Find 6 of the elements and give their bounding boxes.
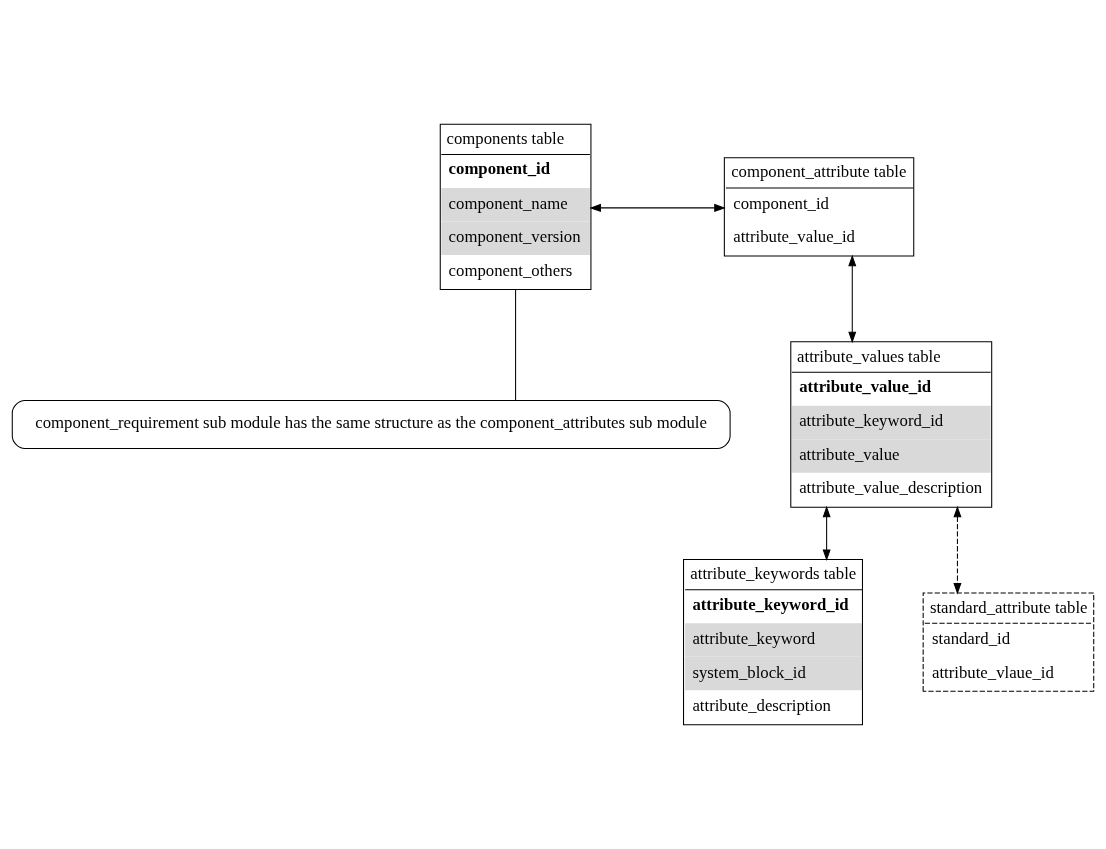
connector — [515, 289, 517, 401]
arrow — [589, 203, 726, 212]
arrow — [848, 254, 857, 344]
arrow — [822, 505, 831, 562]
node-box: component_requirement sub module has the same structure as the component_attributes sub module — [11, 399, 731, 450]
arrow — [953, 505, 962, 595]
